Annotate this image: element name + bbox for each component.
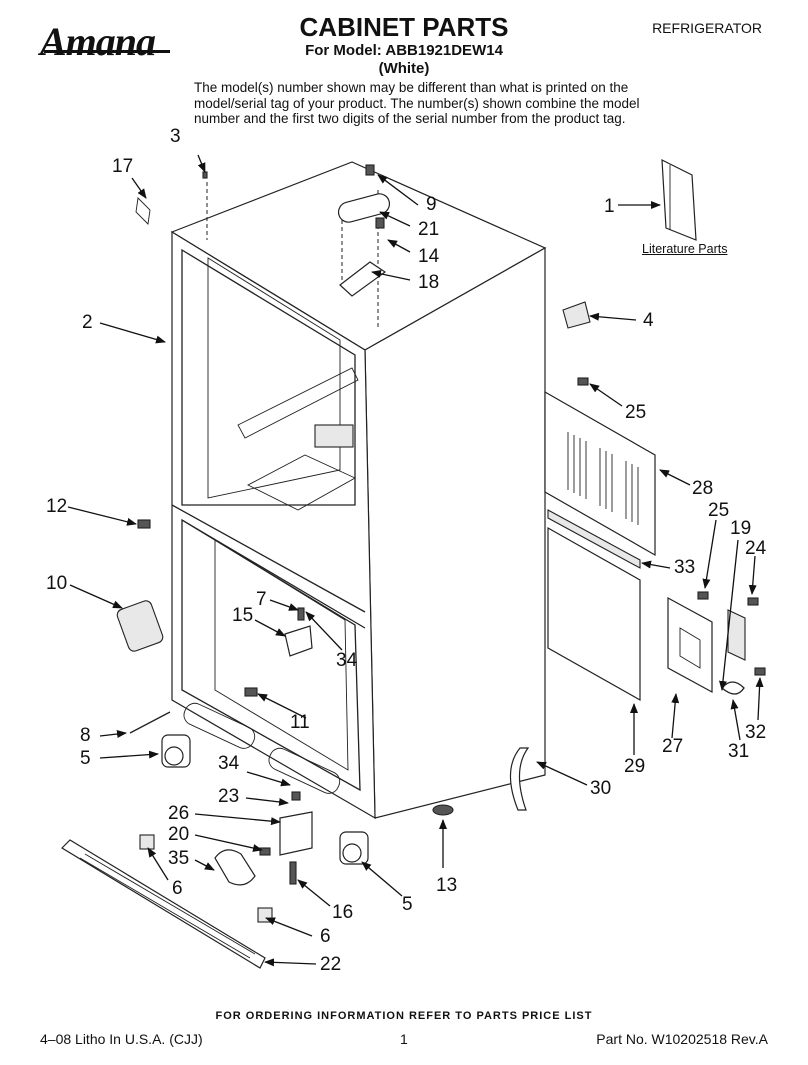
cover-plate: [727, 609, 746, 661]
callout-label: 23: [218, 786, 240, 807]
callout-label: 8: [80, 725, 91, 746]
callout-label: 20: [168, 824, 190, 845]
brand-underline: [44, 50, 170, 53]
model-line: For Model: ABB1921DEW14: [305, 42, 503, 59]
callout-label: 33: [674, 557, 696, 578]
ordering-info: FOR ORDERING INFORMATION REFER TO PARTS …: [215, 1010, 593, 1022]
callout-label: 18: [418, 272, 440, 293]
side-cover: [547, 526, 641, 702]
callout-label: 31: [728, 741, 750, 762]
callout-label: 34: [336, 650, 358, 671]
callout-label: 19: [730, 518, 752, 539]
grille-clip: [139, 834, 155, 850]
callout-label: 22: [320, 954, 342, 975]
rear-access-panel: [544, 390, 656, 557]
brand-logo: Amana: [40, 19, 156, 64]
callout-label: 5: [402, 894, 413, 915]
callout-label: 14: [418, 246, 440, 267]
callout-label: 32: [745, 722, 767, 743]
cabinet-body: [170, 161, 547, 820]
callout-label: 9: [426, 194, 437, 215]
leader-arrows: [67, 154, 764, 967]
category-label: REFRIGERATOR: [652, 20, 762, 36]
callout-label: 5: [80, 748, 91, 769]
callout-label: 17: [112, 156, 134, 177]
literature-booklet: [661, 158, 697, 241]
callout-label: 6: [320, 926, 331, 947]
page-title: CABINET PARTS: [299, 12, 509, 42]
callout-label: 2: [82, 312, 93, 333]
callout-label: 11: [290, 712, 310, 733]
model-note: The model(s) number shown may be differe…: [194, 80, 640, 126]
clamp: [721, 681, 745, 695]
control-box: [116, 600, 164, 652]
callout-label: 4: [643, 310, 654, 331]
callout-label: 7: [256, 589, 267, 610]
callout-label: 25: [625, 402, 647, 423]
callout-label: 13: [436, 875, 458, 896]
callout-label: 15: [232, 605, 254, 626]
toe-bracket: [279, 811, 313, 856]
part-number: Part No. W10202518 Rev.A: [596, 1031, 768, 1047]
label-part: [562, 301, 591, 329]
insulation-strip: [547, 509, 641, 569]
callout-label: 26: [168, 803, 190, 824]
front-roller-right: [339, 831, 369, 865]
color-line: (White): [378, 60, 430, 77]
callout-label: 28: [692, 478, 714, 499]
hinge-cover: [214, 849, 256, 886]
callout-label: 1: [604, 196, 615, 217]
base-grille: [61, 839, 266, 969]
callout-label: 21: [418, 219, 440, 240]
callout-label: 25: [708, 500, 730, 521]
callout-label: 12: [46, 496, 68, 517]
screws: [129, 171, 766, 885]
callout-label: 10: [46, 573, 68, 594]
callout-label: 29: [624, 756, 646, 777]
callout-label: 16: [332, 902, 354, 923]
electrical-bracket: [667, 596, 713, 694]
callout-label: 34: [218, 753, 240, 774]
callout-label: 3: [170, 126, 181, 147]
callout-label: 6: [172, 878, 183, 899]
litho-code: 4–08 Litho In U.S.A. (CJJ): [40, 1031, 203, 1047]
leveler-foot: [432, 804, 454, 816]
front-roller-left: [161, 734, 191, 768]
callout-label: 27: [662, 736, 684, 757]
callout-label: 35: [168, 848, 190, 869]
callout-label: 30: [590, 778, 612, 799]
page-number: 1: [400, 1031, 408, 1047]
callout-label: 24: [745, 538, 767, 559]
drain-tube: [509, 747, 530, 811]
literature-parts-label: Literature Parts: [642, 242, 728, 256]
